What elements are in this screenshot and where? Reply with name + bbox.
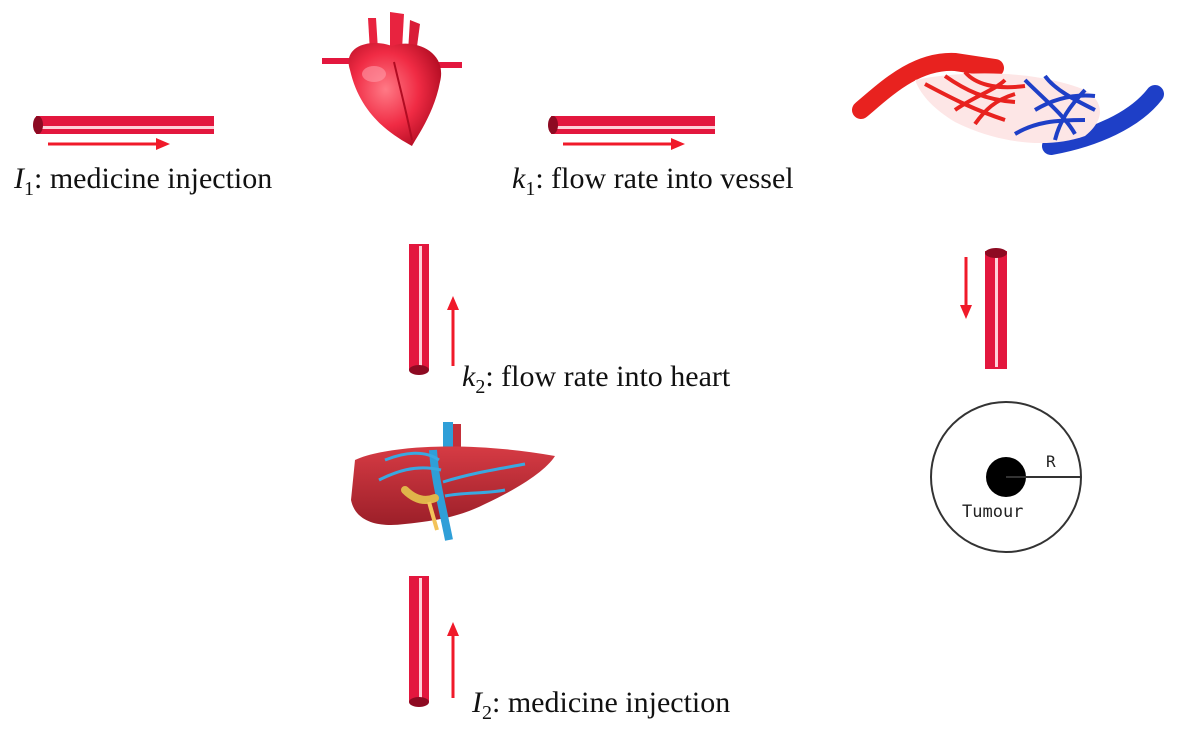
vessel-vertical-i2 [409,576,459,707]
label-k1-flow-rate-into-vessel: k1: flow rate into vessel [512,162,794,200]
label-k2-flow-rate-into-heart: k2: flow rate into heart [462,360,731,398]
tumour-radius-label: R [1046,452,1056,471]
label-i2-medicine-injection: I2: medicine injection [472,686,731,724]
heart-icon [322,12,462,146]
tumour-label: Tumour [962,502,1024,522]
liver-icon [351,422,555,541]
vessel-horizontal-k1 [548,116,715,150]
vessel-vertical-tumour [960,248,1007,369]
label-i1-medicine-injection: I1: medicine injection [14,162,273,200]
vessel-vertical-k2 [409,244,459,375]
tumour-diagram-icon [930,401,1082,553]
vessel-horizontal-i1 [33,116,214,150]
capillary-bed-icon [852,52,1164,155]
